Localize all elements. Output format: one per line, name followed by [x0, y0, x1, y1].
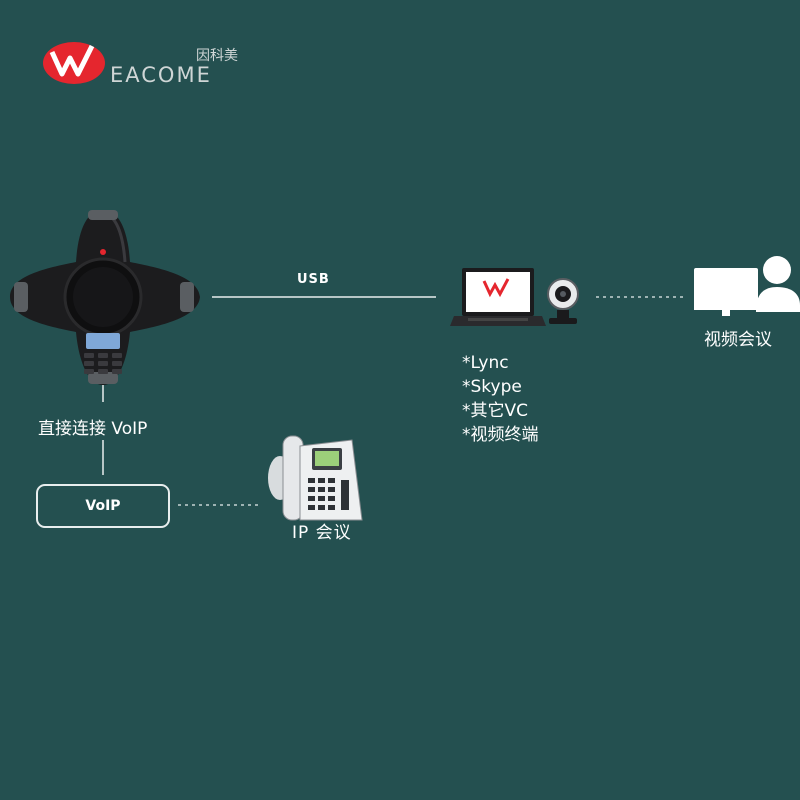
software-item-video-terminal: *视频终端 — [462, 425, 539, 445]
eacome-logo-icon — [43, 42, 105, 84]
webcam-icon — [547, 278, 579, 324]
ip-desk-phone-icon — [268, 435, 363, 521]
software-list: *Lync *Skype *其它VC *视频终端 — [462, 351, 539, 447]
voip-node: VoIP — [36, 484, 170, 528]
software-item-lync: *Lync — [462, 353, 509, 373]
ip-conference-caption: IP 会议 — [292, 523, 352, 543]
software-item-other-vc: *其它VC — [462, 401, 528, 421]
conference-speakerphone-icon — [10, 210, 200, 385]
monitor-user-icon — [694, 256, 800, 316]
direct-voip-caption: 直接连接 VoIP — [38, 419, 148, 439]
video-conference-caption: 视频会议 — [704, 330, 772, 350]
brand-cn-name: 因科美 — [196, 48, 238, 64]
laptop-icon — [450, 268, 546, 326]
software-item-skype: *Skype — [462, 377, 522, 397]
voip-label: VoIP — [85, 498, 121, 514]
brand-name: EACOME — [110, 63, 212, 87]
usb-label: USB — [297, 272, 330, 287]
